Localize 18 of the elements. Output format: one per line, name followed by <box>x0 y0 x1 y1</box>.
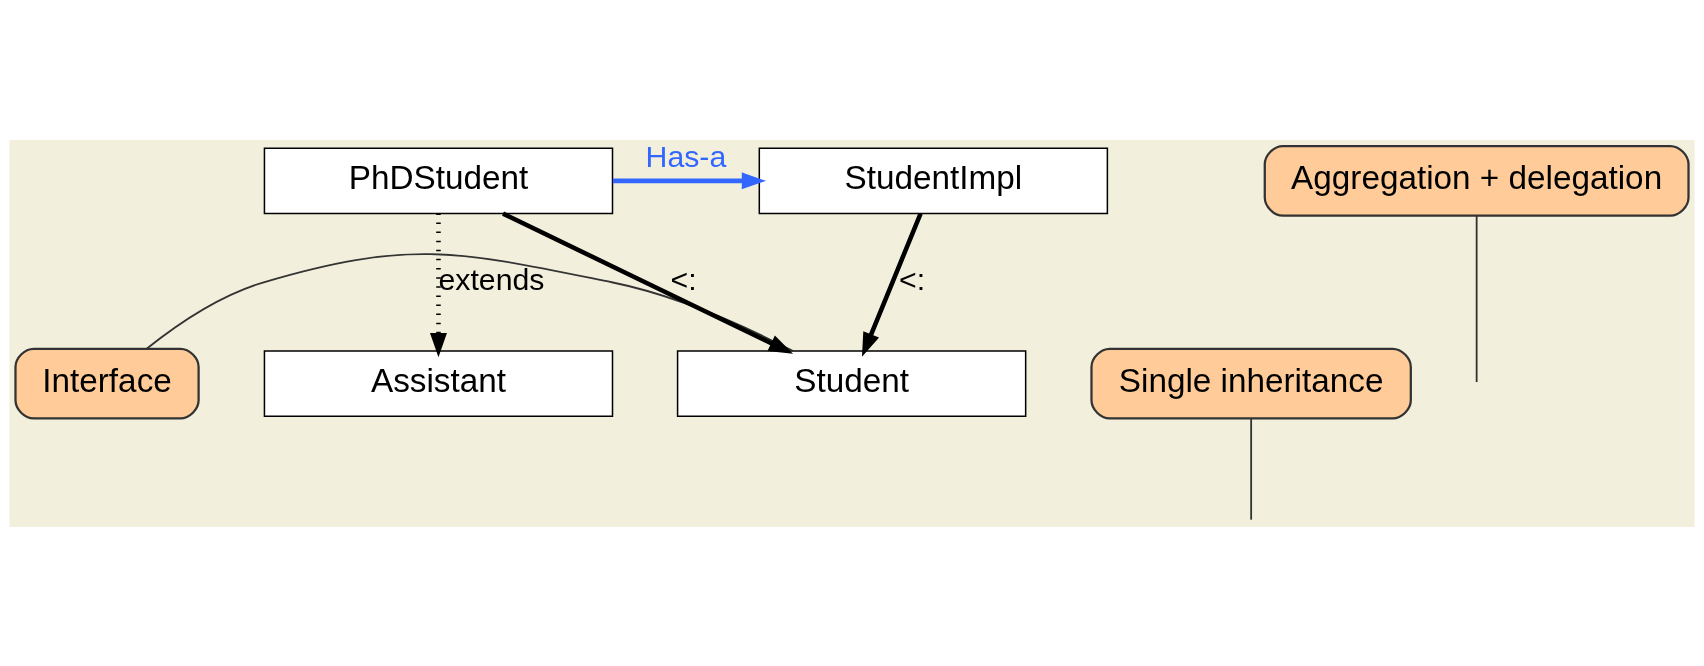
connector <box>146 252 795 352</box>
node-box: Single inheritance <box>1090 347 1412 420</box>
connector <box>1475 214 1478 383</box>
node-box: StudentImpl <box>758 147 1109 214</box>
edge-label: extends <box>438 262 545 296</box>
edge-label: Has-a <box>645 139 727 173</box>
node-box: Assistant <box>263 349 614 417</box>
node-box: Student <box>676 349 1027 417</box>
edge-label: <: <box>899 262 926 296</box>
node-box: PhDStudent <box>263 147 614 214</box>
edge-label: <: <box>670 262 697 296</box>
connector <box>1250 417 1253 521</box>
arrow <box>862 212 923 357</box>
arrow <box>502 211 793 354</box>
arrow <box>429 213 447 357</box>
arrow <box>612 171 767 189</box>
node-box: Interface <box>14 347 200 420</box>
node-box: Aggregation + delegation <box>1263 144 1690 217</box>
